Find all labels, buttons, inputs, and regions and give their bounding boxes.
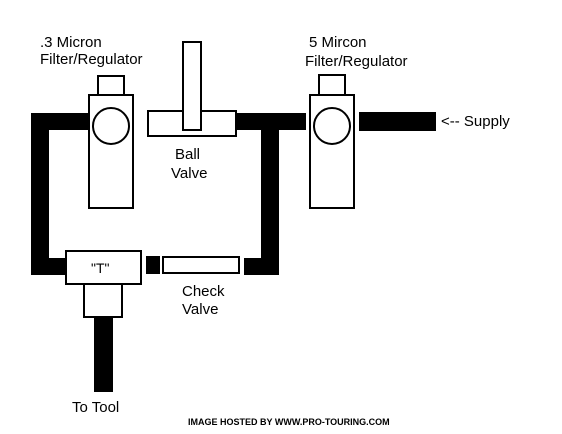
pipe-left-bottom [31,258,66,275]
filter-regulator-left [88,75,134,209]
filter-regulator-right [309,74,355,209]
pipe-tee-to-check [146,256,160,274]
pipe-right-bottom [244,258,279,275]
tee-fitting [65,250,142,318]
ball-valve-label-line2: Valve [171,165,207,182]
check-valve-body [162,256,240,274]
pipe-left-vertical [31,113,49,275]
to-tool-label: To Tool [72,399,119,416]
tee-outlet [83,283,123,318]
pipe-to-tool [94,316,113,392]
filter-left-gauge-icon [92,107,130,145]
filter-left-label-line1: .3 Micron [40,34,102,51]
filter-right-gauge-icon [313,107,351,145]
filter-right-label-line2: Filter/Regulator [305,53,408,70]
pipe-right-vertical [261,113,279,275]
ball-valve-label-line1: Ball [175,146,200,163]
supply-label: <-- Supply [441,113,510,130]
check-valve-label-line1: Check [182,283,225,300]
tee-label: "T" [91,260,110,276]
filter-left-top-cap [97,75,125,97]
pipes [31,112,436,392]
check-valve-label-line2: Valve [182,301,218,318]
ball-valve [147,41,237,137]
ball-valve-handle [182,41,202,131]
pipe-supply [359,112,436,131]
filter-left-label-line2: Filter/Regulator [40,51,143,68]
filter-right-label-line1: 5 Mircon [309,34,367,51]
image-credit: IMAGE HOSTED BY WWW.PRO-TOURING.COM [188,417,390,427]
tee-body [65,250,142,285]
filter-right-top-cap [318,74,346,97]
